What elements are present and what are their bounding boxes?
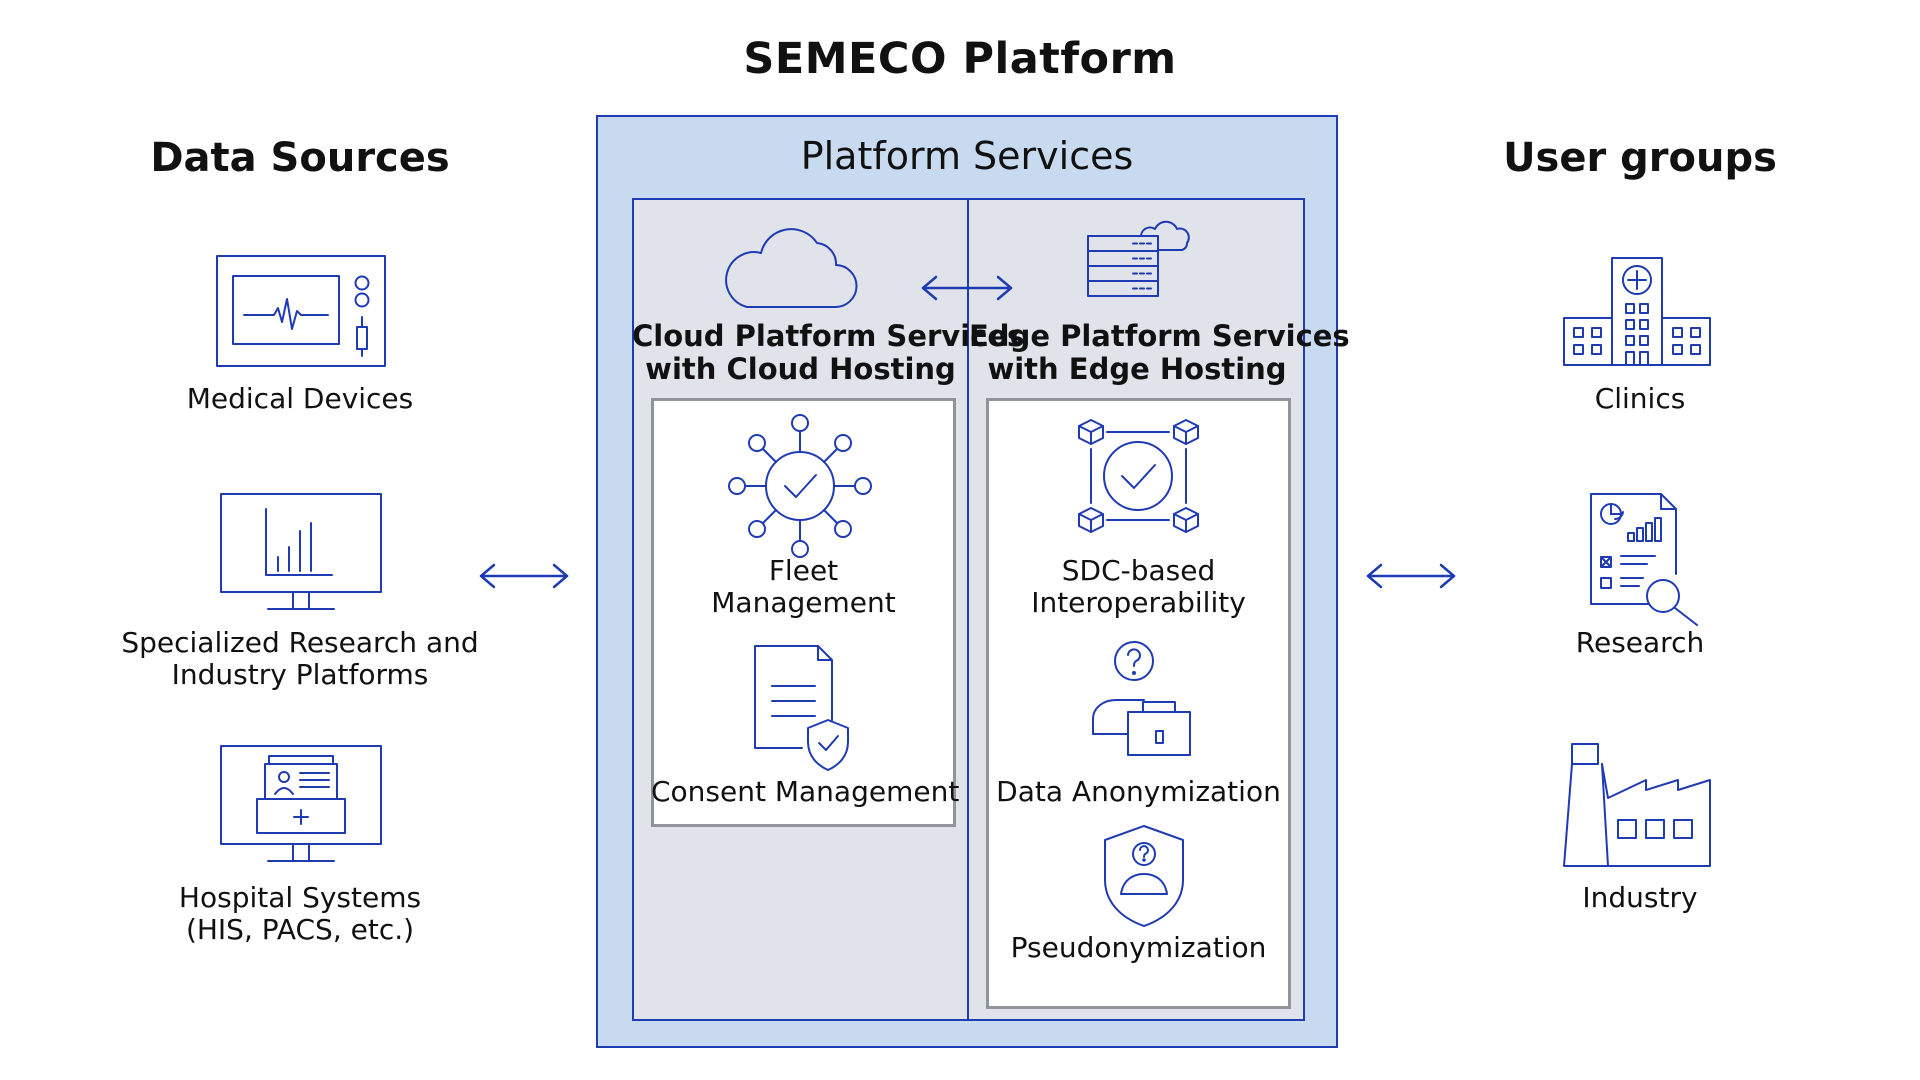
- cloud-edge-bidirectional-arrow-icon: [920, 274, 1014, 302]
- column-divider: [967, 198, 969, 1021]
- user-groups-heading: User groups: [1503, 135, 1777, 181]
- network-check-icon: [727, 413, 873, 559]
- report-magnifier-icon: [1589, 492, 1701, 627]
- document-shield-icon: [752, 644, 852, 772]
- page-title: SEMECO Platform: [743, 34, 1177, 84]
- bar-chart-monitor-icon: [220, 493, 382, 611]
- left-bidirectional-arrow-icon: [478, 562, 570, 590]
- clinics-label: Clinics: [1594, 382, 1686, 415]
- shield-person-icon: [1103, 824, 1185, 928]
- research-platforms-label: Specialized Research and Industry Platfo…: [121, 626, 479, 691]
- edge-services-panel: [986, 398, 1291, 1009]
- cloud-icon: [725, 215, 857, 308]
- hospital-systems-label: Hospital Systems (HIS, PACS, etc.): [178, 881, 422, 946]
- edge-services-title: Edge Platform Services with Edge Hosting: [969, 319, 1350, 386]
- platform-services-heading: Platform Services: [800, 134, 1134, 178]
- cloud-services-title: Cloud Platform Services with Cloud Hosti…: [632, 319, 1025, 386]
- cubes-check-icon: [1077, 417, 1200, 535]
- patient-record-monitor-icon: [220, 745, 382, 863]
- cloud-services-panel: [651, 398, 956, 827]
- research-label: Research: [1575, 626, 1705, 659]
- fleet-management-label: Fleet Management: [711, 554, 896, 619]
- server-cloud-icon: [1087, 212, 1190, 308]
- medical-devices-label: Medical Devices: [186, 382, 414, 415]
- data-sources-heading: Data Sources: [150, 135, 450, 181]
- sdc-interoperability-label: SDC-based Interoperability: [1031, 554, 1246, 619]
- industry-label: Industry: [1582, 881, 1698, 914]
- person-briefcase-question-icon: [1090, 640, 1193, 758]
- hospital-building-icon: [1562, 256, 1712, 367]
- consent-management-label: Consent Management: [651, 775, 960, 808]
- right-bidirectional-arrow-icon: [1365, 562, 1457, 590]
- medical-monitor-icon: [216, 255, 386, 367]
- data-anonymization-label: Data Anonymization: [996, 775, 1281, 808]
- pseudonymization-label: Pseudonymization: [1010, 931, 1267, 964]
- factory-icon: [1562, 742, 1712, 868]
